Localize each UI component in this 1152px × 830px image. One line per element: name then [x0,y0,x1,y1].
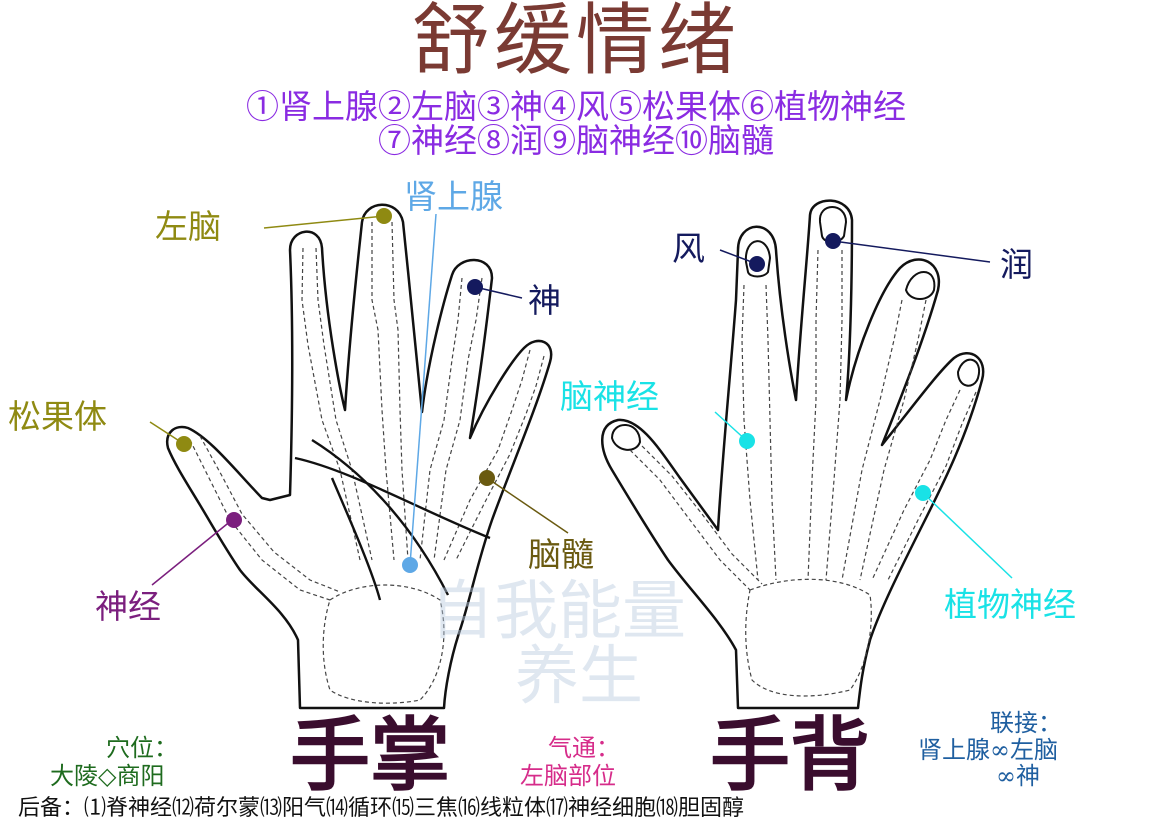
label-left-brain: 左脑 [155,207,221,246]
point-shen [467,279,483,295]
point-pineal [176,436,192,452]
palm-annotation-lines [149,213,569,586]
point-nerve [226,512,242,528]
watermark-line-1: 自我能量 [430,575,686,649]
back-annotation-lines [714,240,1013,579]
palm-bones [189,221,545,704]
link-line-1: 肾上腺∞左脑 [918,736,1058,764]
qi-value: 左脑部位 [520,762,616,790]
qi-title: 气通： [548,734,620,762]
back-nails [610,206,981,451]
point-autonomic-nerve [915,485,931,501]
label-run: 润 [1000,245,1033,284]
point-run [825,233,841,249]
point-brain-marrow [479,470,495,486]
acupoint-title: 穴位： [106,734,178,762]
palm-creases [294,438,491,601]
label-brain-nerve: 脑神经 [560,377,659,416]
label-adrenal: 肾上腺 [404,177,503,216]
label-pineal: 松果体 [8,397,107,436]
back-bones [629,249,977,697]
link-title: 联接： [990,709,1062,737]
back-outline [601,199,985,710]
caption-back: 手背 [710,708,870,802]
palm-outline [165,203,553,710]
watermark-line-2: 养生 [515,640,643,714]
label-shen: 神 [528,281,561,320]
legend-line-2: ⑦神经⑧润⑨脑神经⑩脑髓 [378,121,774,160]
acupoint-value: 大陵◇商阳 [50,762,165,790]
legend-line-1: ①肾上腺②左脑③神④风⑤松果体⑥植物神经 [246,87,906,126]
caption-palm: 手掌 [290,708,450,802]
label-feng: 风 [672,229,705,268]
backup-list: 后备：⑴脊神经⑿荷尔蒙⒀阳气⒁循环⒂三焦⒃线粒体⒄神经细胞⒅胆固醇 [18,796,745,821]
point-brain-nerve [739,433,755,449]
point-adrenal [402,557,418,573]
label-autonomic-nerve: 植物神经 [944,585,1076,624]
page-title: 舒缓情绪 [411,0,740,86]
link-line-2: ∞神 [996,762,1040,790]
point-left-brain [376,208,392,224]
label-nerve: 神经 [95,587,161,626]
label-brain-marrow: 脑髓 [528,535,594,574]
point-feng [749,256,765,272]
